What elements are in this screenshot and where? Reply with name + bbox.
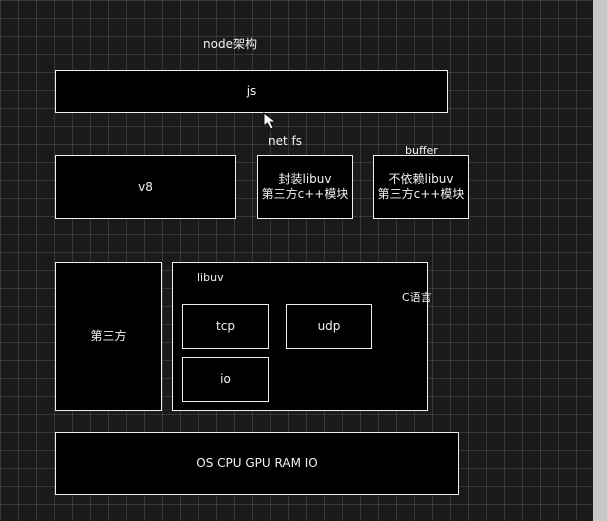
libuv-label: libuv	[197, 271, 224, 284]
hardware-layer-label: OS CPU GPU RAM IO	[196, 456, 318, 470]
wrapped-libuv-line-1: 封装libuv	[278, 172, 332, 186]
third-party-label: 第三方	[90, 329, 127, 343]
io-label: io	[220, 372, 231, 386]
diagram-title: node架构	[203, 37, 257, 51]
js-layer-box: js	[55, 70, 448, 113]
independent-module-line-1: 不依赖libuv	[388, 172, 454, 186]
wrapped-libuv-line-2: 第三方c++模块	[261, 187, 349, 201]
independent-module-line-2: 第三方c++模块	[377, 187, 465, 201]
buffer-label: buffer	[405, 144, 438, 157]
v8-box: v8	[55, 155, 236, 219]
screen-edge	[593, 0, 607, 521]
io-box: io	[182, 357, 269, 402]
net-fs-label: net fs	[268, 134, 302, 148]
udp-label: udp	[317, 319, 341, 333]
independent-module-box: 不依赖libuv 第三方c++模块	[373, 155, 469, 219]
tcp-label: tcp	[216, 319, 235, 333]
udp-box: udp	[286, 304, 372, 349]
v8-label: v8	[138, 179, 153, 194]
third-party-box: 第三方	[55, 262, 162, 411]
pointer-cursor-icon	[263, 112, 277, 130]
js-layer-label: js	[246, 84, 257, 98]
wrapped-libuv-module-box: 封装libuv 第三方c++模块	[257, 155, 353, 219]
c-language-label: C语言	[402, 291, 432, 304]
tcp-box: tcp	[182, 304, 269, 349]
hardware-layer-box: OS CPU GPU RAM IO	[55, 432, 459, 495]
